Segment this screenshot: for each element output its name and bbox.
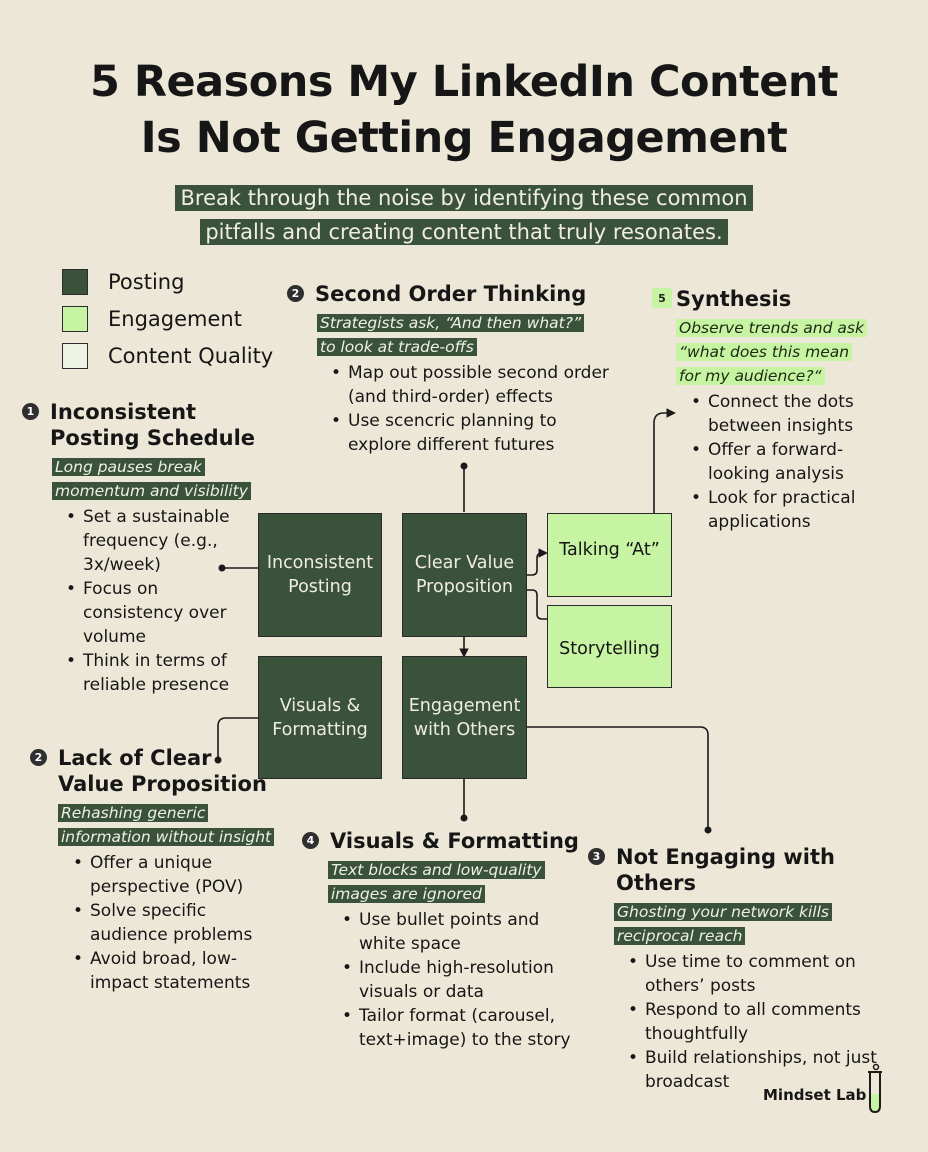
list-item: Map out possible second order(and third-… [331,361,617,409]
subtitle: Break through the noise by identifying t… [0,181,928,249]
section-subtitle: Rehashing generic information without in… [58,801,300,849]
legend-swatch [62,342,88,369]
connector-dot [460,814,468,822]
bullet-list: Map out possible second order(and third-… [287,361,617,457]
section-title: Visuals & Formatting [330,829,579,853]
connector-dot [704,826,712,834]
list-item: Tailor format (carousel,text+image) to t… [342,1004,592,1052]
legend-swatch [62,305,88,332]
section-title: Synthesis [676,287,792,311]
legend-item-engagement: Engagement [62,300,273,337]
section-lack-of-value-proposition: 2 Lack of Clear Value Proposition Rehash… [30,745,300,995]
box-visuals-formatting: Visuals &Formatting [258,656,382,779]
brand-name: Mindset Lab [763,1086,867,1104]
number-badge: 2 [287,285,304,302]
number-badge: 3 [588,848,605,865]
section-inconsistent-posting: 1 Inconsistent Posting Schedule Long pau… [22,399,272,697]
section-subtitle: Long pauses break momentum and visibilit… [52,455,272,503]
section-title: Second Order Thinking [315,282,587,306]
number-badge: 2 [30,749,47,766]
connector-dot [214,756,222,764]
section-subtitle: Text blocks and low-quality images are i… [328,858,592,906]
page-title: 5 Reasons My LinkedIn Content Is Not Get… [89,57,839,163]
box-talking-at: Talking “At” [547,513,672,597]
section-subtitle: Strategists ask, “And then what?” to loo… [317,311,617,359]
list-item: Avoid broad, low-impact statements [73,947,300,995]
test-tube-icon [868,1063,882,1114]
section-not-engaging: 3 Not Engaging with Others Ghosting your… [588,844,918,1094]
number-badge: 5 [652,288,672,308]
section-visuals-formatting: 4 Visuals & Formatting Text blocks and l… [302,828,592,1052]
box-storytelling: Storytelling [547,605,672,688]
number-badge: 1 [22,403,39,420]
section-title: Not Engaging with Others [616,845,835,895]
section-title: Inconsistent Posting Schedule [50,400,256,450]
number-badge: 4 [302,832,319,849]
legend-swatch [62,268,88,295]
legend-item-posting: Posting [62,263,273,300]
section-subtitle: Observe trends and ask “what does this m… [676,316,902,388]
section-synthesis: 5 Synthesis Observe trends and ask “what… [652,286,902,534]
section-second-order-thinking: 2 Second Order Thinking Strategists ask,… [287,281,617,457]
connector-dot [460,462,468,470]
legend: Posting Engagement Content Quality [62,263,273,374]
section-title: Lack of Clear Value Proposition [58,746,267,796]
legend-item-content-quality: Content Quality [62,337,273,374]
section-subtitle: Ghosting your network kills reciprocal r… [614,900,918,948]
list-item: Offer a forward-looking analysis [691,438,902,486]
